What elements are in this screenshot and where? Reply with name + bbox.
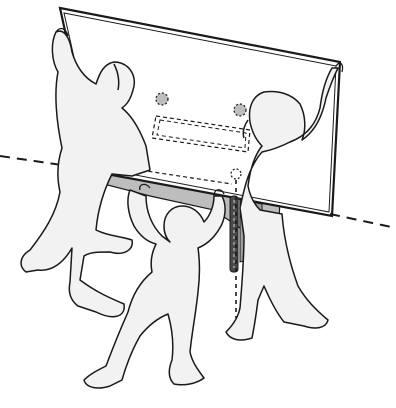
wall-guide-line-right <box>330 214 396 228</box>
person-center <box>84 190 225 388</box>
mount-hole-left <box>156 93 168 105</box>
mount-hole-right <box>234 104 246 116</box>
